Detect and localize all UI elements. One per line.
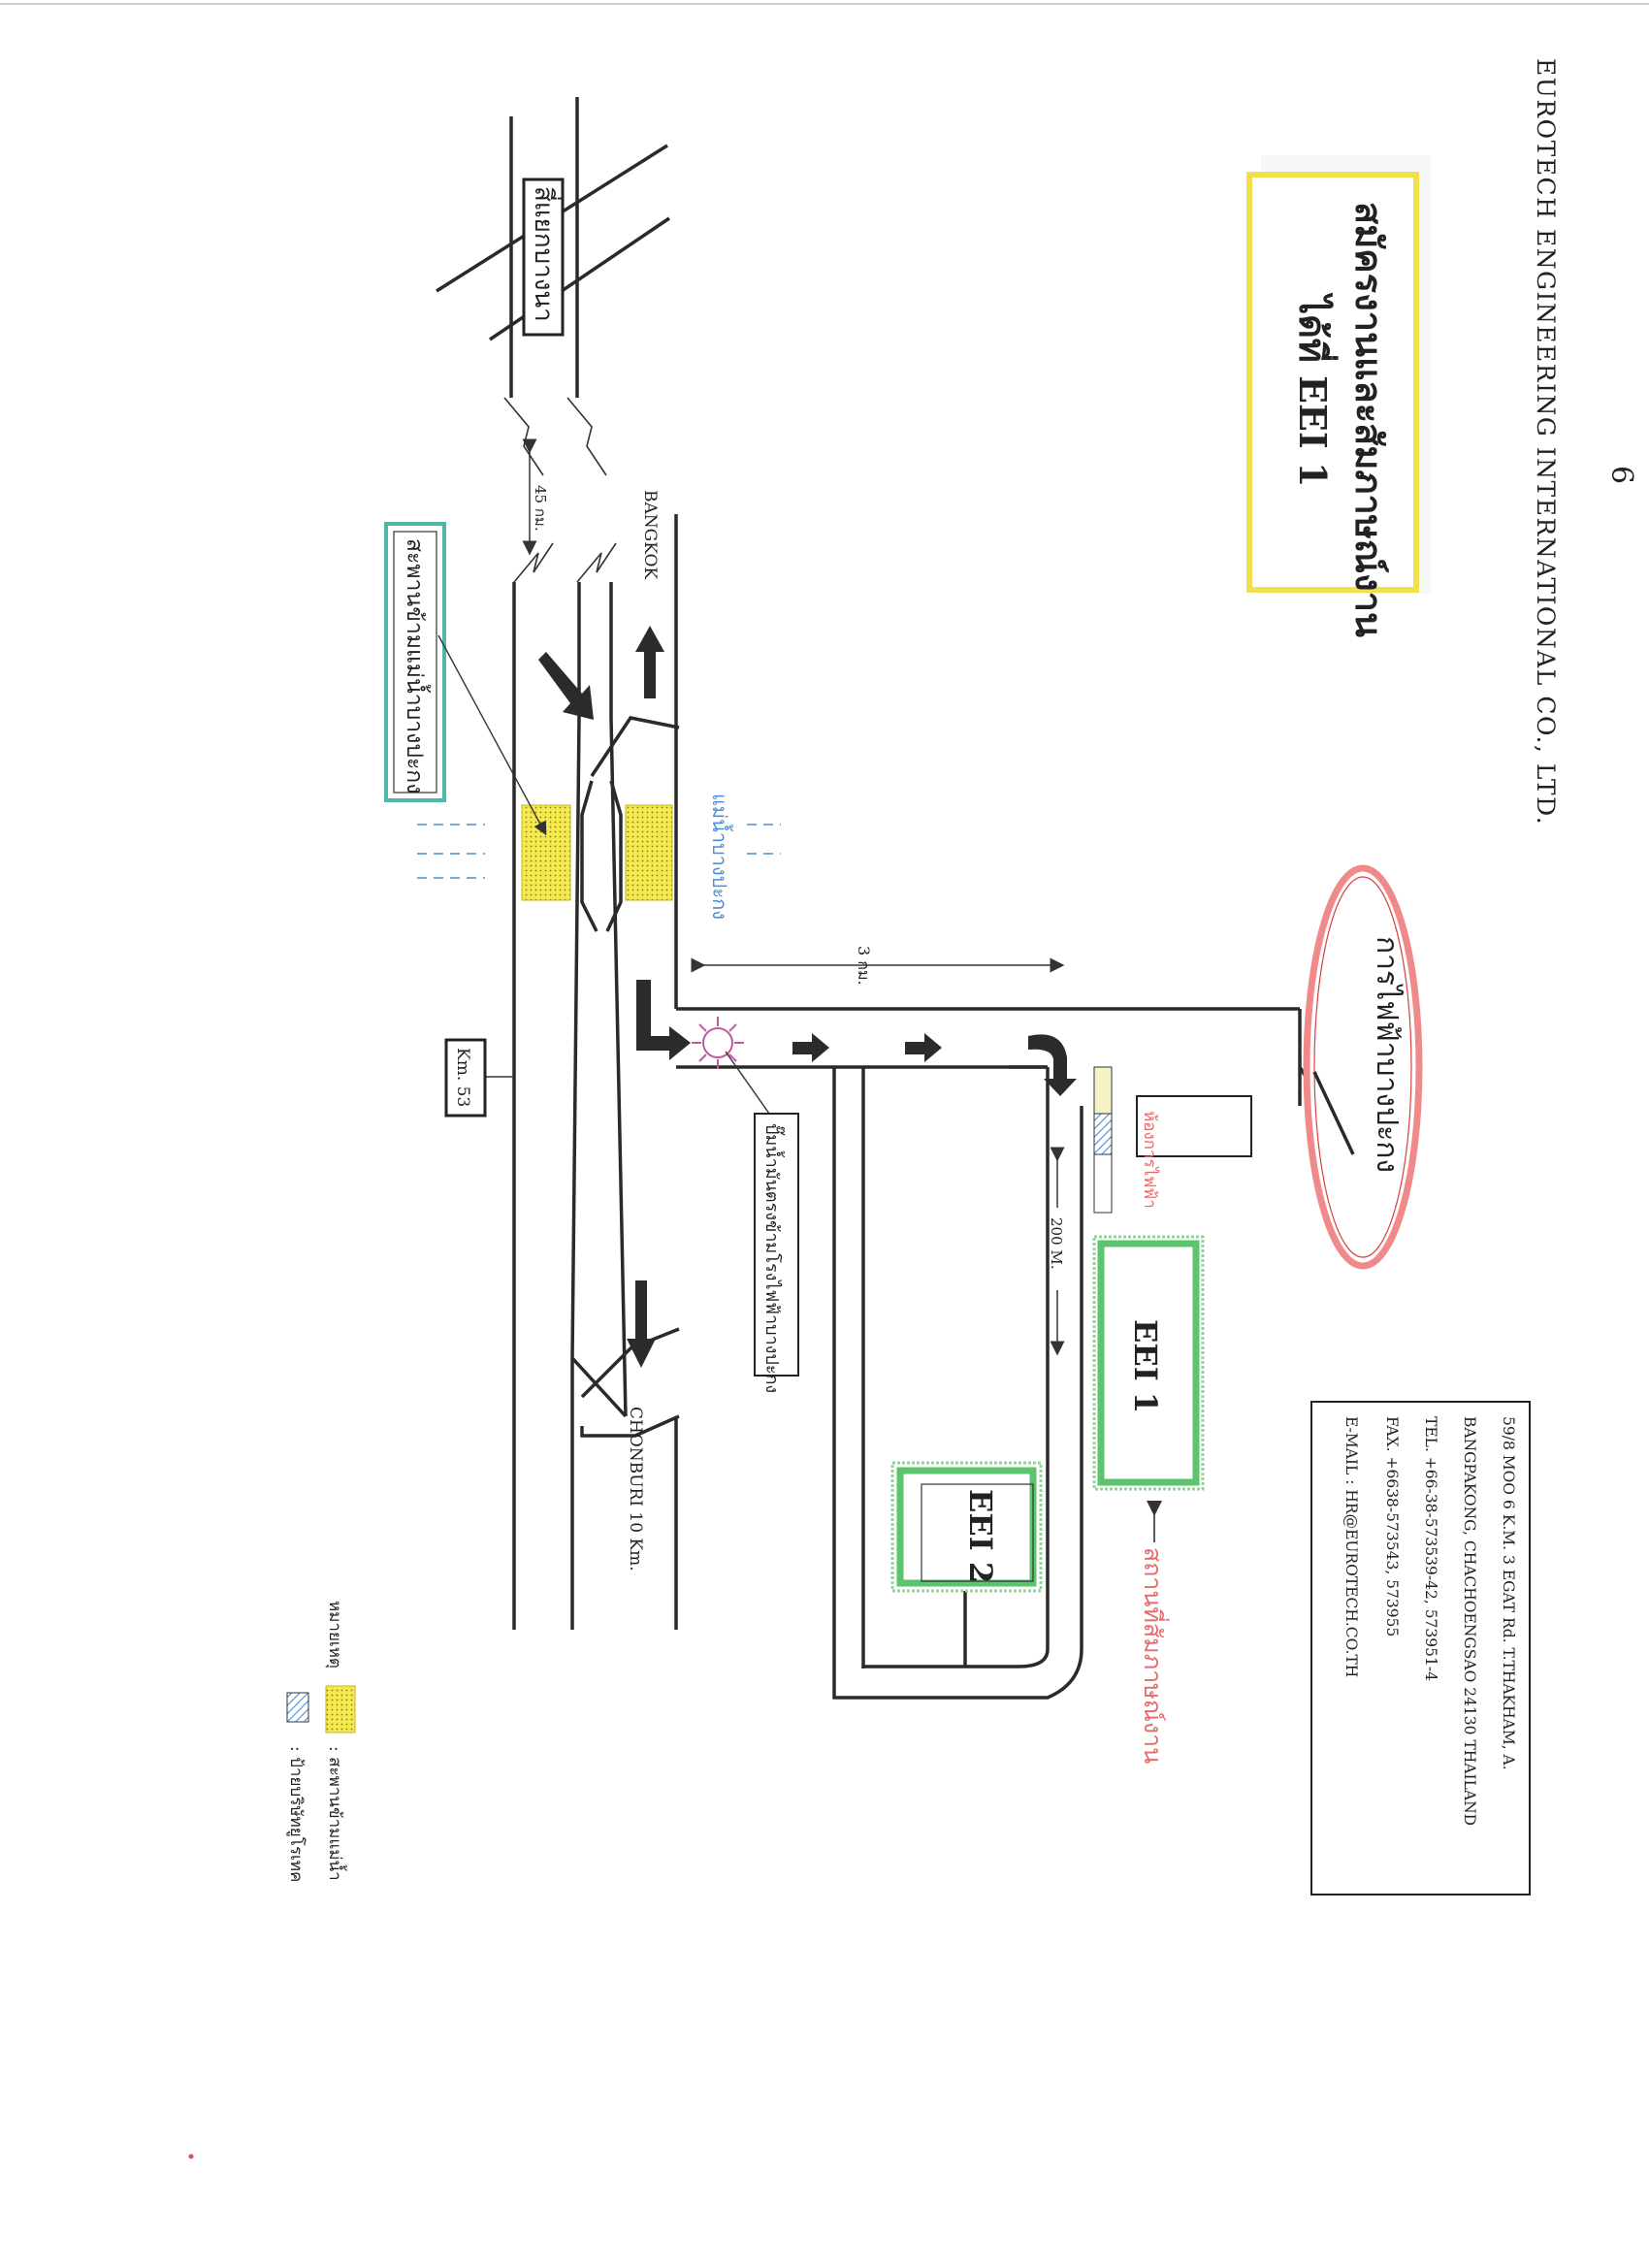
- legend-sign-swatch: [286, 1692, 309, 1723]
- bridge-right: [625, 804, 673, 901]
- distance-3-marker: 3 กม.: [691, 946, 1065, 986]
- arrow-turn-off: [636, 980, 691, 1060]
- gas-station-icon: [692, 1017, 744, 1069]
- address-line1: 59/8 MOO 6 K.M. 3 EGAT Rd. T.THAKHAM, A.: [1500, 1416, 1517, 1770]
- address-line5: E-MAIL : HR@EUROTECH.CO.TH: [1342, 1416, 1360, 1677]
- address-box: 59/8 MOO 6 K.M. 3 EGAT Rd. T.THAKHAM, A.…: [1310, 1401, 1531, 1895]
- distance-45-marker: 45 กม.: [522, 438, 549, 556]
- km53-marker: Km. 53: [444, 1038, 514, 1118]
- title-line1: สมัครงานและสัมภาษณ์งาน: [1347, 202, 1391, 637]
- scan-mark: [188, 2154, 194, 2159]
- dormitory-label: ห้องการไฟฟ้า: [1140, 1111, 1160, 1209]
- legend-item1: : สะพานข้ามแม่น้ำ: [325, 1746, 347, 1881]
- legend-title: หมายเหตุ: [325, 1601, 344, 1669]
- arrow-egat-2: [905, 1033, 942, 1062]
- arrow-from-bangna: [538, 652, 594, 720]
- dormitory-box: ห้องการไฟฟ้า: [1136, 1095, 1252, 1209]
- distance-3-label: 3 กม.: [855, 946, 873, 986]
- gas-station-label: ปั๊มน้ำมันตรงข้ามโรงไฟฟ้าบางปะกง: [761, 1123, 786, 1393]
- power-authority-label: การไฟฟ้าบางปะกง: [1370, 936, 1405, 1173]
- bangkok-label: BANGKOK: [640, 490, 660, 579]
- page-mark: 6: [1604, 466, 1638, 484]
- bridge-left: [521, 804, 571, 901]
- eei2-building: EEI 2: [890, 1461, 1043, 1593]
- river-label: แม่น้ำบางปะกง: [708, 794, 733, 920]
- gate-post: [1093, 1153, 1113, 1214]
- gas-station-box: ปั๊มน้ำมันตรงข้ามโรงไฟฟ้าบางปะกง: [754, 1113, 799, 1393]
- factory-compound: [832, 1065, 1083, 1700]
- power-authority-oval: การไฟฟ้าบางปะกง: [1303, 864, 1423, 1270]
- company-sign: [1093, 1113, 1113, 1155]
- bridge-label: สะพานข้ามแม่น้ำบางปะกง: [402, 538, 431, 794]
- eei2-label: EEI 2: [962, 1489, 999, 1583]
- arrow-egat-turn: [1028, 1034, 1077, 1096]
- address-line2: BANGPAKONG, CHACHOENGSAO 24130 THAILAND: [1461, 1416, 1478, 1826]
- gate-left: [1093, 1066, 1113, 1115]
- title-line2: ได้ที่ EEI 1: [1291, 292, 1339, 487]
- legend-bridge-swatch: [325, 1685, 356, 1733]
- distance-200-label: 200 M.: [1048, 1217, 1065, 1270]
- address-line3: TEL. +66-38-573539-42, 573951-4: [1422, 1416, 1439, 1681]
- bridge-label-box: สะพานข้ามแม่น้ำบางปะกง: [384, 522, 547, 836]
- arrow-to-chonburi: [627, 1280, 656, 1368]
- distance-45-label: 45 กม.: [532, 485, 549, 532]
- title-box: สมัครงานและสัมภาษณ์งาน ได้ที่ EEI 1: [1246, 155, 1431, 637]
- access-road-upper: [1298, 1067, 1355, 1155]
- legend: หมายเหตุ : สะพานข้ามแม่น้ำ : ป้ายบริษัทย…: [286, 1601, 356, 1882]
- address-line4: FAX. +6638-573543, 573955: [1383, 1416, 1401, 1636]
- arrow-egat-1: [792, 1033, 829, 1062]
- km53-label: Km. 53: [453, 1048, 472, 1107]
- bangna-intersection: สี่แยกบางนา: [436, 97, 670, 583]
- legend-item2: : ป้ายบริษัทยูโรเทค: [286, 1746, 307, 1882]
- eei1-building: EEI 1: [1092, 1235, 1205, 1491]
- main-highway: [512, 514, 680, 1630]
- interview-marker: สถานที่สัมภาษณ์งาน: [1139, 1501, 1170, 1764]
- eei1-label: EEI 1: [1127, 1319, 1164, 1413]
- arrow-to-bangkok: [635, 626, 664, 698]
- distance-200-marker: 200 M.: [1048, 1147, 1065, 1356]
- bangna-label: สี่แยกบางนา: [529, 186, 562, 322]
- interview-label: สถานที่สัมภาษณ์งาน: [1139, 1547, 1170, 1764]
- company-name: EUROTECH ENGINEERING INTERNATIONAL CO., …: [1532, 58, 1560, 826]
- river-lines: [417, 824, 781, 879]
- chonburi-label: CHONBURI 10 Km.: [626, 1407, 645, 1571]
